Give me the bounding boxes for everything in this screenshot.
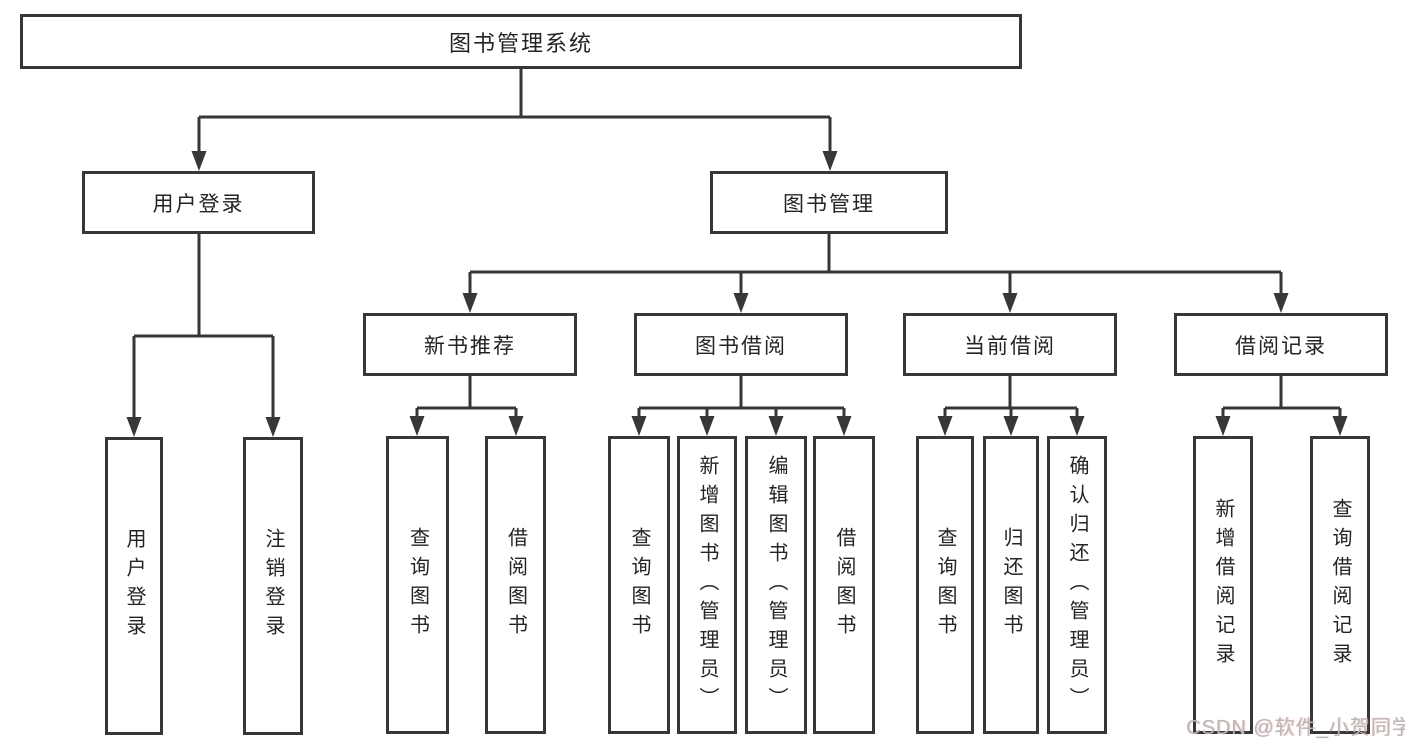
node-root-system: 图书管理系统: [20, 14, 1022, 69]
node-book-borrow: 图书借阅: [634, 313, 848, 376]
leaf-edit-books-admin-label: 编辑图书（管理员）: [765, 454, 787, 716]
leaf-borrow-books-2-label: 借阅图书: [833, 527, 855, 643]
node-new-books: 新书推荐: [363, 313, 577, 376]
leaf-add-books-admin-label: 新增图书（管理员）: [696, 454, 718, 716]
node-root-label: 图书管理系统: [448, 30, 593, 56]
node-book-borrow-label: 图书借阅: [695, 334, 787, 358]
leaf-query-books-2-label: 查询图书: [628, 527, 650, 643]
node-user-login: 用户登录: [82, 171, 315, 234]
leaf-add-borrow-record: 新增借阅记录: [1193, 436, 1253, 734]
leaf-edit-books-admin: 编辑图书（管理员）: [745, 436, 807, 734]
node-current-borrow-label: 当前借阅: [964, 334, 1056, 358]
leaf-query-books-1: 查询图书: [386, 436, 449, 734]
node-book-mgmt-label: 图书管理: [783, 192, 875, 216]
node-book-mgmt: 图书管理: [710, 171, 948, 234]
leaf-query-books-3-label: 查询图书: [934, 527, 956, 643]
leaf-borrow-books-2: 借阅图书: [813, 436, 875, 734]
leaf-return-books-label: 归还图书: [1000, 527, 1022, 643]
leaf-return-books: 归还图书: [983, 436, 1039, 734]
leaf-user-login-label: 用户登录: [123, 528, 145, 644]
leaf-confirm-return-admin-label: 确认归还（管理员）: [1066, 454, 1088, 716]
leaf-logout: 注销登录: [243, 437, 303, 735]
node-current-borrow: 当前借阅: [903, 313, 1117, 376]
leaf-query-books-2: 查询图书: [608, 436, 670, 734]
leaf-query-books-3: 查询图书: [916, 436, 974, 734]
leaf-add-books-admin: 新增图书（管理员）: [677, 436, 737, 734]
leaf-query-books-1-label: 查询图书: [406, 527, 429, 643]
leaf-borrow-books-1-label: 借阅图书: [504, 527, 527, 643]
leaf-user-login: 用户登录: [105, 437, 163, 735]
csdn-watermark: CSDN @软件_小贺同学: [1186, 717, 1405, 739]
node-new-books-label: 新书推荐: [424, 334, 516, 358]
leaf-add-borrow-record-label: 新增借阅记录: [1212, 498, 1234, 672]
leaf-confirm-return-admin: 确认归还（管理员）: [1047, 436, 1107, 734]
leaf-query-borrow-record-label: 查询借阅记录: [1329, 498, 1351, 672]
leaf-borrow-books-1: 借阅图书: [485, 436, 546, 734]
node-user-login-label: 用户登录: [152, 192, 245, 216]
leaf-query-borrow-record: 查询借阅记录: [1310, 436, 1370, 734]
leaf-logout-label: 注销登录: [262, 528, 284, 644]
node-borrow-records: 借阅记录: [1174, 313, 1388, 376]
node-borrow-records-label: 借阅记录: [1235, 334, 1327, 358]
